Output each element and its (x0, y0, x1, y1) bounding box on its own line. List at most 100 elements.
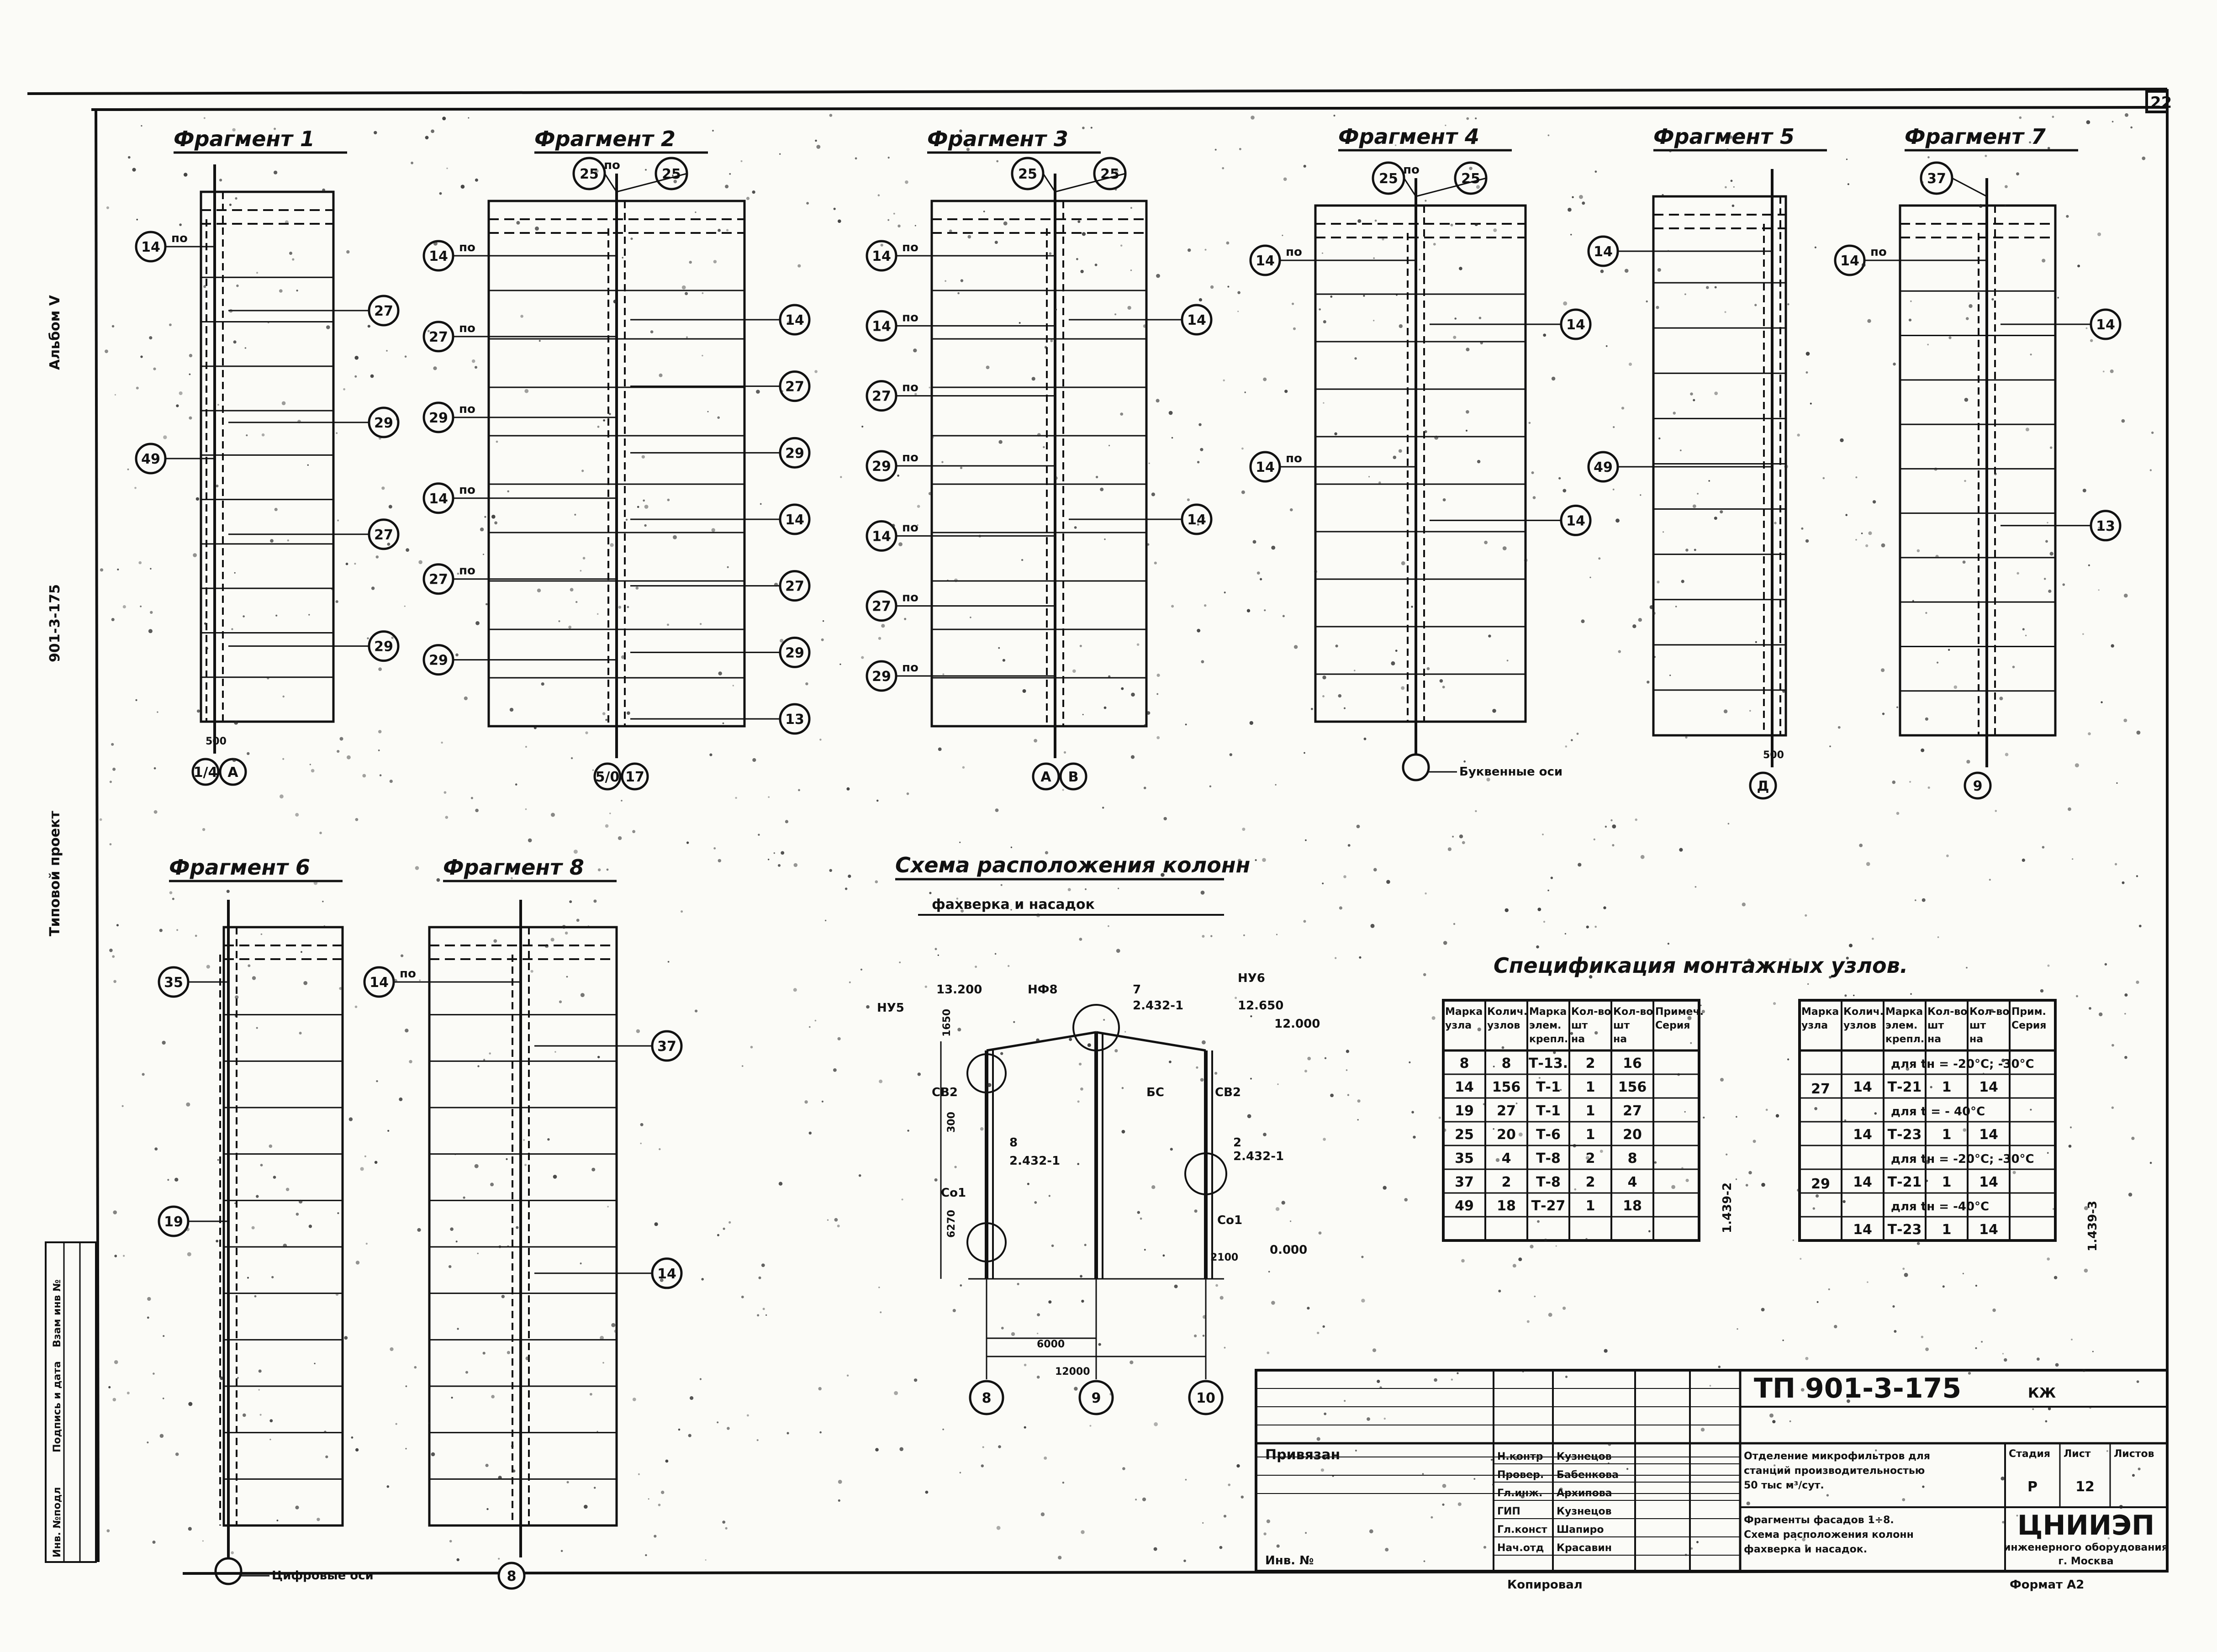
speckle (1450, 223, 1453, 227)
speckle (1555, 1245, 1557, 1247)
speckle (1330, 1093, 1334, 1098)
speckle (343, 388, 345, 391)
table-cell: 14 (1853, 1174, 1872, 1190)
table-cell: 1 (1586, 1198, 1595, 1214)
speckle (153, 1372, 155, 1375)
speckle (1228, 1483, 1230, 1486)
speckle (1174, 1284, 1178, 1288)
speckle (1076, 258, 1078, 260)
speckle (1082, 232, 1086, 236)
node-tag-number: 14 (1566, 513, 1585, 529)
table-cell: 4 (1502, 1151, 1511, 1166)
speckle (391, 636, 394, 639)
speckle (1120, 244, 1123, 247)
speckle (1202, 1335, 1205, 1337)
album-label: Альбом Ⅴ (47, 295, 63, 370)
speckle (1263, 1133, 1267, 1136)
node-tag-number: 14 (1256, 459, 1275, 475)
speckle (718, 859, 722, 863)
speckle (2151, 431, 2154, 434)
speckle (1237, 291, 1240, 294)
speckle (1966, 760, 1970, 764)
fragment-title: Фрагмент 4 (1338, 124, 1479, 149)
speckle (195, 497, 200, 501)
speckle (537, 588, 541, 593)
speckle (1745, 1184, 1748, 1187)
speckle (1224, 591, 1226, 594)
speckle (1347, 1094, 1350, 1096)
speckle (433, 241, 438, 246)
table-cell: 8 (1460, 1056, 1469, 1071)
speckle (451, 1397, 453, 1399)
speckle (1882, 713, 1885, 715)
speckle (2136, 875, 2138, 877)
speckle (296, 290, 298, 292)
speckle (1002, 659, 1005, 662)
speckle (581, 470, 584, 472)
speckle (600, 1335, 604, 1340)
speckle (1368, 476, 1370, 478)
node-tag-circle (621, 762, 649, 791)
speckle (1104, 538, 1106, 540)
speckle (525, 746, 527, 748)
node-tag-number: В (1068, 769, 1079, 785)
table-cell: 18 (1623, 1198, 1642, 1214)
speckle (1391, 661, 1395, 665)
speckle (1543, 333, 1547, 337)
speckle (220, 1376, 223, 1380)
speckle (562, 925, 566, 929)
speckle (1469, 167, 1473, 170)
scheme-label: Со1 (941, 1186, 966, 1200)
speckle (1532, 496, 1536, 499)
speckle (1849, 944, 1853, 948)
speckle (957, 292, 960, 295)
speckle (1474, 223, 1478, 226)
speckle (1720, 510, 1723, 514)
speckle (1684, 293, 1686, 296)
speckle (768, 796, 770, 798)
speckle (232, 128, 236, 132)
table-header: Колич. (1843, 1006, 1884, 1018)
speckle (752, 758, 756, 762)
speckle (713, 260, 717, 264)
speckle (1690, 1042, 1692, 1044)
table-cell: 1 (1942, 1174, 1952, 1190)
speckle (1493, 1128, 1494, 1130)
speckle (1963, 1128, 1967, 1132)
speckle (1694, 549, 1696, 551)
speckle (150, 568, 152, 570)
speckle (1044, 1457, 1047, 1460)
speckle (1473, 1478, 1476, 1480)
speckle (1834, 1325, 1837, 1329)
speckle (594, 1487, 596, 1489)
speckle (355, 818, 359, 821)
table-header: на (1927, 1034, 1941, 1045)
speckle (1859, 844, 1863, 847)
speckle (1062, 1482, 1065, 1484)
speckle (1925, 1179, 1928, 1182)
speckle (1370, 924, 1375, 928)
speckle (1966, 317, 1969, 320)
speckle (1995, 810, 1997, 812)
speckle (371, 586, 375, 590)
speckle (1610, 819, 1613, 822)
speckle (1559, 1487, 1563, 1491)
table-cell: 20 (1623, 1127, 1642, 1143)
speckle (1466, 117, 1469, 120)
signer-name: Бабенкова (1557, 1469, 1619, 1481)
speckle (1434, 435, 1439, 440)
speckle (1275, 784, 1277, 786)
speckle (1805, 539, 1809, 543)
speckle (1255, 859, 1257, 861)
speckle (1506, 660, 1509, 662)
speckle (2069, 1126, 2072, 1129)
speckle (622, 257, 623, 259)
speckle (1573, 1038, 1575, 1041)
speckle (355, 1261, 360, 1265)
scheme-dimension: 300 (946, 1112, 957, 1133)
speckle (2025, 634, 2027, 637)
speckle (827, 1219, 829, 1221)
speckle (1250, 1015, 1252, 1018)
speckle (308, 1224, 312, 1228)
